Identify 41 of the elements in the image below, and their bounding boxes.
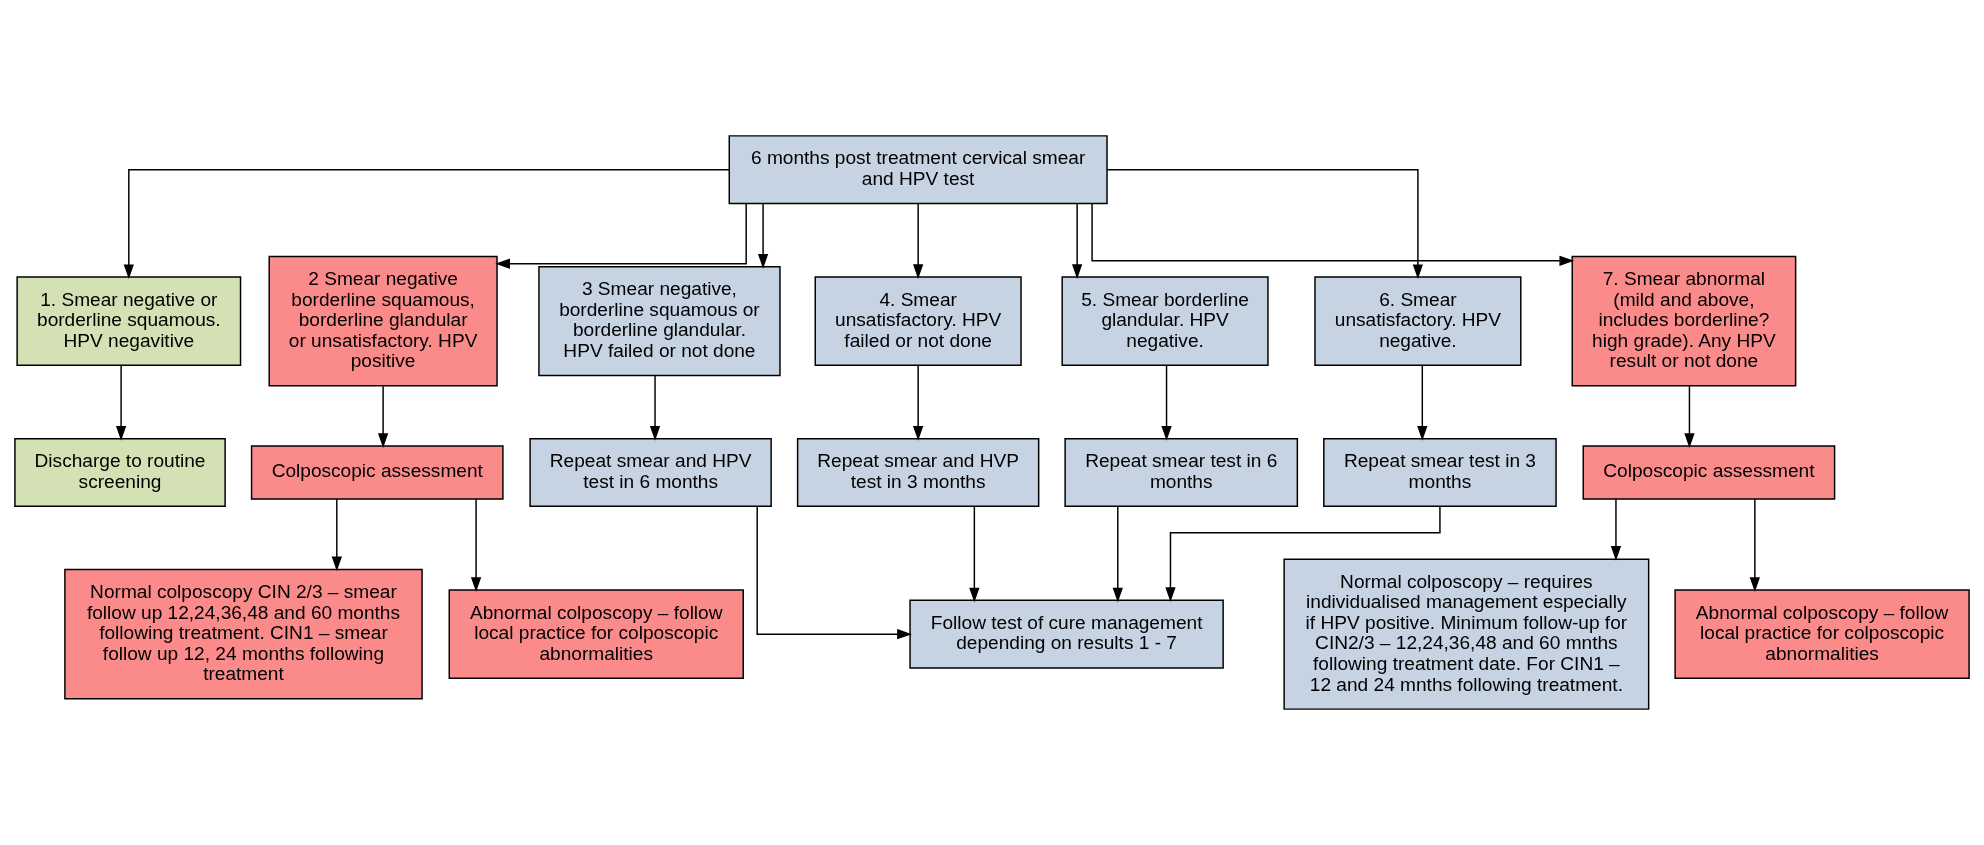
arrow [1684,385,1695,449]
node-box: Normal colposcopy CIN 2/3 – smear follow up 12,24,36,48 and 60 months following treatment. CIN1 – smear follow up 12, 24 months following treatment [64,568,423,700]
arrow [331,498,342,572]
arrow [470,498,482,592]
arrow [757,202,769,269]
arrow [756,505,912,640]
node-box: Follow test of cure management depending on results 1 - 7 [909,599,1224,669]
arrow [913,364,924,441]
arrow [913,202,924,280]
arrow [1161,364,1172,441]
node-box: 6. Smear unsatisfactory. HPV negative. [1314,276,1522,366]
arrow [1106,168,1424,280]
node-box: 5. Smear borderline glandular. HPV negative. [1061,276,1269,366]
arrow [649,375,661,441]
node-box: Abnormal colposcopy – follow local practice for colposcopic abnormalities [1674,589,1970,679]
node-box: Repeat smear and HVP test in 3 months [796,437,1040,507]
arrow [1749,498,1760,592]
arrow [1610,498,1622,561]
node-box: Normal colposcopy – requires individualised management especially if HPV positive. Minimum follow-up for CIN2/3 – 12,24,36,48 and 60 mnths following treatment date. For CIN1 – 12 and 24 mnths following treatment. [1283,558,1650,710]
node-box: Abnormal colposcopy – follow local practice for colposcopic abnormalities [448,589,744,679]
node-box: Colposcopic assessment [250,445,504,500]
node-box: Discharge to routine screening [14,437,226,507]
node-box: Repeat smear test in 6 months [1064,437,1299,507]
arrow [123,168,730,280]
node-box: 3 Smear negative, borderline squamous or borderline glandular. HPV failed or not done [538,265,781,377]
arrow [495,202,747,269]
arrow [1072,202,1083,280]
node-box: 6 months post treatment cervical smear and HPV test [728,135,1108,205]
node-box: 7. Smear abnormal (mild and above, includes borderline? high grade). Any HPV result or not done [1571,255,1797,387]
arrow [115,364,127,441]
arrow [1417,364,1428,441]
arrow [377,385,389,449]
node-box: Repeat smear test in 3 months [1323,437,1557,507]
node-box: 2 Smear negative borderline squamous, borderline glandular or unsatisfactory. HPV positive [268,255,498,387]
node-box: Colposcopic assessment [1582,445,1836,500]
node-box: 4. Smear unsatisfactory. HPV failed or not done [814,276,1022,366]
arrow [969,505,980,603]
arrow [1112,505,1123,603]
node-box: Repeat smear and HPV test in 6 months [529,437,772,507]
arrow [1091,202,1575,266]
node-box: 1. Smear negative or borderline squamous. HPV negavitive [16,276,242,366]
